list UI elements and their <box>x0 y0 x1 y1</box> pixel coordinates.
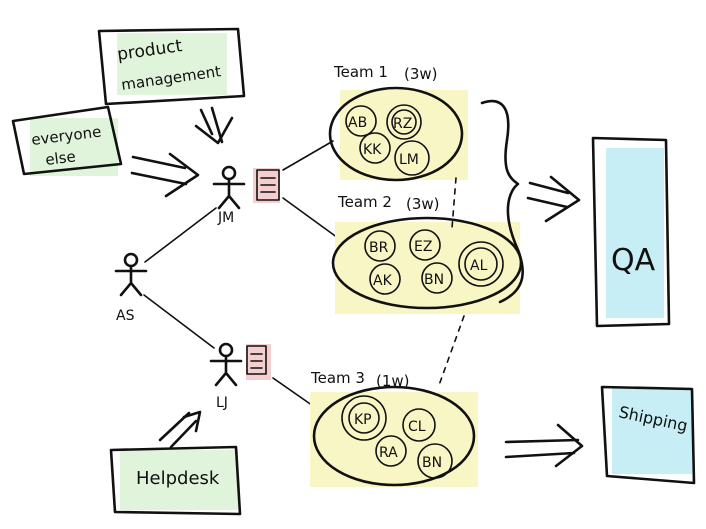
person-as-label: AS <box>116 308 135 324</box>
member-badge: CL <box>408 419 426 435</box>
team-1-title: Team 1 <box>333 63 388 81</box>
helpdesk-label: Helpdesk <box>136 468 220 489</box>
team-2-duration: (3w) <box>406 195 440 213</box>
arrow-pm-to-jm <box>194 106 234 145</box>
everyone-else-line2: else <box>44 147 76 169</box>
team-dotted-links <box>437 177 465 389</box>
brace-teams-1-2 <box>480 99 524 304</box>
shipping-box: Shipping <box>600 385 696 485</box>
member-badge: BR <box>369 240 389 256</box>
team-2-title: Team 2 <box>337 193 392 211</box>
member-badge: BN <box>424 272 444 288</box>
person-jm-label: JM <box>217 210 234 226</box>
member-badge: BN <box>422 455 442 471</box>
person-jm: JM <box>212 165 246 226</box>
connection-lines <box>143 140 339 409</box>
member-badge: RA <box>379 445 398 461</box>
arrow-to-qa <box>526 175 581 223</box>
member-badge: AB <box>348 115 367 131</box>
member-badge: LM <box>399 152 419 168</box>
arrow-everyone-to-jm <box>130 152 200 198</box>
team-1-duration: (3w) <box>404 65 438 83</box>
qa-label: QA <box>611 243 656 278</box>
document-icon <box>246 344 271 380</box>
document-icon <box>253 168 280 203</box>
helpdesk-box: Helpdesk <box>109 445 242 516</box>
person-lj-label: LJ <box>216 395 228 411</box>
member-badge: EZ <box>414 239 432 255</box>
member-badge: KK <box>363 142 382 158</box>
arrow-to-shipping <box>504 423 584 468</box>
member-badge: AL <box>470 258 488 274</box>
person-lj: LJ <box>209 342 243 411</box>
team-2: Team 2 (3w) BR EZ AL AK BN <box>331 193 523 314</box>
team-3: Team 3 (1w) KP CL RA BN <box>310 369 478 487</box>
team-1: Team 1 (3w) AB RZ KK LM <box>328 63 468 182</box>
qa-box: QA <box>591 136 671 328</box>
person-as: AS <box>114 252 148 324</box>
everyone-else-box: everyone else <box>11 105 123 176</box>
member-badge: AK <box>373 273 393 289</box>
member-badge: KP <box>354 412 372 428</box>
team-3-title: Team 3 <box>310 369 365 387</box>
product-management-box: product management <box>97 27 246 106</box>
team-3-duration: (1w) <box>376 372 410 390</box>
arrow-helpdesk-to-lj <box>158 410 202 449</box>
member-badge: RZ <box>393 116 412 132</box>
